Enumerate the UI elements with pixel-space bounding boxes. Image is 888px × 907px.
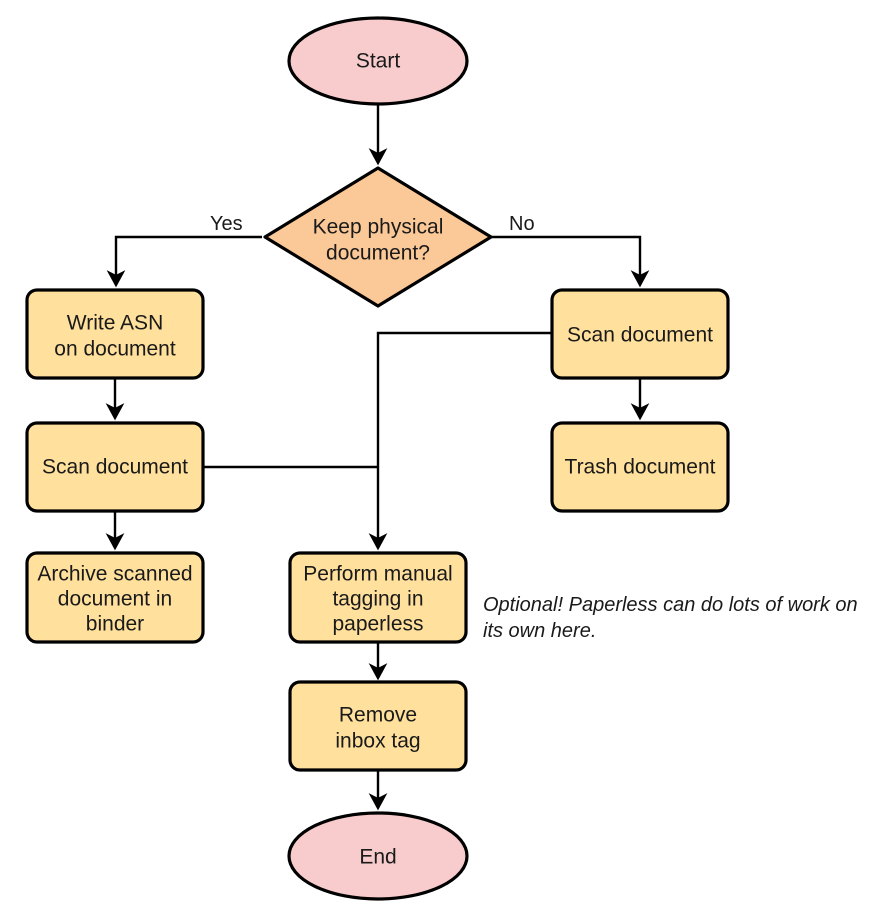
manual-tagging-box-shape	[288, 551, 468, 644]
archive-label-line1: Archive scanned	[37, 563, 192, 586]
manual-tagging-label-line3: paperless	[332, 613, 423, 636]
remove-inbox-label-line1: Remove	[339, 704, 417, 727]
edge-label-yes: Yes	[210, 213, 243, 235]
scan-document-right-box-shape	[550, 288, 730, 380]
node-remove-inbox-tag[interactable]: Remove inbox tag	[288, 680, 468, 772]
node-end[interactable]: End	[287, 811, 469, 901]
node-trash-document[interactable]: Trash document	[550, 421, 730, 513]
archive-label-line2: document in	[58, 588, 172, 611]
remove-inbox-box-shape	[288, 680, 468, 772]
node-archive-scanned-document[interactable]: Archive scanned document in binder	[25, 551, 205, 644]
edge-scan-right-to-manual-tagging	[368, 331, 551, 551]
node-start[interactable]: Start	[287, 16, 469, 106]
archive-label-line3: binder	[86, 613, 144, 636]
remove-inbox-label-line2: inbox tag	[335, 730, 420, 753]
manual-tagging-label-line2: tagging in	[332, 588, 423, 611]
end-ellipse-shape	[287, 811, 469, 901]
edges-layer	[105, 104, 650, 811]
manual-tagging-label-line1: Perform manual	[303, 563, 452, 586]
trash-document-label: Trash document	[565, 456, 716, 479]
decision-diamond-shape	[263, 166, 493, 308]
scan-document-left-box-shape	[25, 421, 205, 513]
edge-label-no: No	[509, 213, 535, 235]
node-write-asn-on-document[interactable]: Write ASN on document	[25, 288, 205, 380]
start-ellipse-shape	[287, 16, 469, 106]
node-scan-document-left[interactable]: Scan document	[25, 421, 205, 513]
scan-document-right-label: Scan document	[567, 324, 713, 347]
note-optional-paperless: Optional! Paperless can do lots of work …	[483, 594, 858, 642]
node-scan-document-right[interactable]: Scan document	[550, 288, 730, 380]
scan-document-left-label: Scan document	[42, 456, 188, 479]
trash-document-box-shape	[550, 421, 730, 513]
node-perform-manual-tagging[interactable]: Perform manual tagging in paperless	[288, 551, 468, 644]
archive-box-shape	[25, 551, 205, 644]
edge-decision-yes-to-write-asn	[106, 235, 262, 288]
note-optional-line1: Optional! Paperless can do lots of work …	[483, 594, 858, 616]
write-asn-box-shape	[25, 288, 205, 380]
decision-label-line2: document?	[326, 242, 430, 265]
write-asn-label-line2: on document	[54, 338, 176, 361]
edge-decision-no-to-scan-right	[491, 235, 650, 288]
note-optional-line2: its own here.	[483, 620, 596, 642]
start-label: Start	[356, 50, 401, 73]
end-label: End	[359, 846, 396, 869]
node-keep-physical-document[interactable]: Keep physical document?	[263, 166, 493, 308]
write-asn-label-line1: Write ASN	[67, 312, 163, 335]
decision-label-line1: Keep physical	[313, 216, 444, 239]
